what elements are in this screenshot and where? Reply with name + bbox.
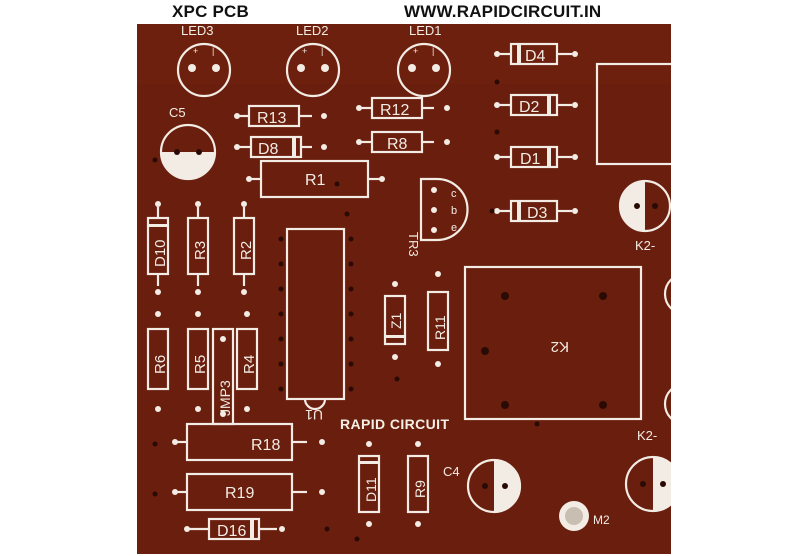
m2-label: M2 — [593, 513, 610, 527]
d11-label: D11 — [363, 477, 379, 502]
k2-side-circle-top — [663, 278, 671, 310]
header-url: WWW.RAPIDCIRCUIT.IN — [404, 2, 602, 21]
d3-label: D3 — [527, 205, 548, 222]
d16-footprint: D16 — [184, 517, 285, 541]
r11-label: R11 — [432, 315, 448, 340]
r4-label: R4 — [241, 355, 258, 374]
r6-label: R6 — [152, 355, 169, 374]
r9-label: R9 — [412, 480, 428, 498]
r1-label: R1 — [305, 172, 326, 189]
r13-label: R13 — [257, 110, 286, 127]
k2-label: K2 — [551, 338, 569, 355]
k2-side-circle-bottom — [663, 388, 671, 420]
r19-footprint: R19 — [172, 472, 325, 512]
r3-label: R3 — [192, 241, 209, 260]
r18-footprint: R18 — [172, 422, 325, 462]
r18-label: R18 — [251, 437, 280, 454]
r9-footprint: R9 — [406, 441, 430, 527]
brand-label: RAPID CIRCUIT — [340, 416, 450, 432]
c5-footprint: C5 — [159, 105, 217, 181]
tr3-label: TR3 — [406, 232, 421, 257]
r13-footprint: R13 — [234, 104, 327, 128]
d8-label: D8 — [258, 141, 279, 158]
tr3-pin-e: e — [451, 222, 457, 234]
via-holes — [152, 79, 540, 542]
r6-footprint: R6 — [146, 311, 170, 412]
led2-footprint: + | LED2 — [285, 24, 341, 98]
d1-label: D1 — [520, 151, 541, 168]
d10-label: D10 — [152, 239, 169, 267]
d16-label: D16 — [217, 523, 246, 540]
led1-footprint: + | LED1 — [396, 24, 452, 98]
c4-footprint: C4 — [443, 458, 522, 514]
led1-label: LED1 — [409, 24, 442, 38]
d11-footprint: D11 — [357, 441, 381, 527]
pcb-photo: + | LED3 + | LED2 + | LED1 C5 R13 D8 R12 — [137, 24, 671, 554]
r8-footprint: R8 — [356, 130, 450, 154]
svg-text:|: | — [212, 46, 214, 56]
header-left-title: XPC PCB — [172, 2, 249, 21]
d4-label: D4 — [525, 48, 546, 65]
r5-label: R5 — [192, 355, 209, 374]
tr3-pin-c: c — [451, 188, 457, 200]
jmp3-label: JMP3 — [217, 380, 233, 416]
r4-footprint: R4 — [235, 311, 259, 412]
svg-text:|: | — [432, 46, 434, 56]
right-cap-bottom — [624, 455, 671, 513]
svg-text:|: | — [321, 46, 323, 56]
k2-bottom-label: K2- — [637, 428, 657, 443]
k2-footprint: K2 — [463, 265, 643, 421]
r19-label: R19 — [225, 485, 254, 502]
r1-footprint: R1 — [246, 159, 385, 199]
d2-footprint: D2 — [494, 93, 578, 117]
k2-upper-outline — [595, 62, 671, 166]
svg-text:+: + — [302, 46, 307, 56]
r3-footprint: R3 — [186, 201, 210, 295]
tr3-footprint: c b e TR3 — [406, 177, 469, 257]
r2-label: R2 — [238, 241, 255, 260]
r2-footprint: R2 — [232, 201, 256, 295]
k2-top-label: K2- — [635, 238, 655, 253]
r5-footprint: R5 — [186, 311, 210, 412]
u1-label: U1 — [305, 407, 323, 423]
svg-text:+: + — [413, 46, 418, 56]
r12-label: R12 — [380, 102, 409, 119]
u1-footprint: U1 — [278, 227, 354, 423]
d8-footprint: D8 — [234, 135, 327, 159]
r12-footprint: R12 — [356, 96, 450, 120]
right-cap-top — [618, 179, 671, 233]
c4-label: C4 — [443, 464, 460, 479]
d1-footprint: D1 — [494, 145, 578, 169]
led2-label: LED2 — [296, 24, 329, 38]
led3-label: LED3 — [181, 24, 214, 38]
pcb-artwork: + | LED3 + | LED2 + | LED1 C5 R13 D8 R12 — [137, 24, 671, 554]
r11-footprint: R11 — [426, 271, 450, 367]
r8-label: R8 — [387, 136, 408, 153]
c5-label: C5 — [169, 105, 186, 120]
m2-footprint: M2 — [559, 501, 610, 531]
z1-label: Z1 — [388, 312, 404, 329]
d2-label: D2 — [519, 99, 540, 116]
tr3-pin-b: b — [451, 205, 457, 217]
d10-footprint: D10 — [146, 201, 170, 295]
d3-footprint: D3 — [494, 199, 578, 223]
svg-text:+: + — [193, 46, 198, 56]
d4-footprint: D4 — [494, 42, 578, 66]
z1-footprint: Z1 — [383, 281, 407, 360]
led3-footprint: + | LED3 — [176, 24, 232, 98]
